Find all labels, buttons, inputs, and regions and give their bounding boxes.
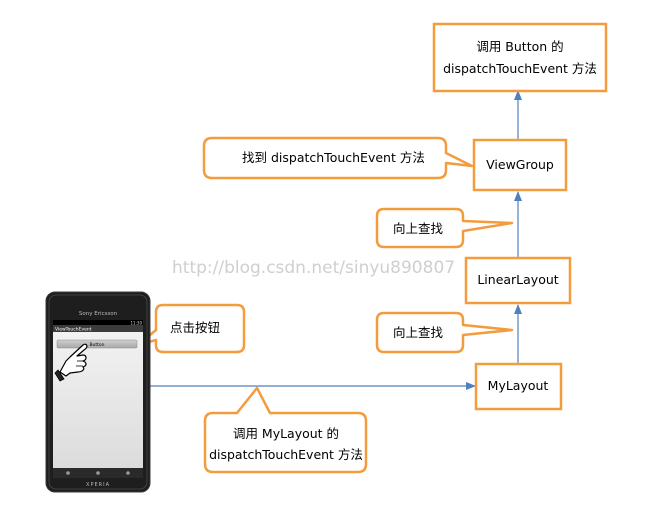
arrows <box>150 90 522 390</box>
callout-mylayout-call: 调用 MyLayout 的 dispatchTouchEvent 方法 <box>203 386 368 474</box>
callout-click-button-label: 点击按钮 <box>170 320 220 335</box>
button-dispatch-line2: dispatchTouchEvent 方法 <box>443 61 597 76</box>
phone-screen-button[interactable]: Button <box>56 339 138 349</box>
callout-up-search-lower: 向上查找 <box>375 311 514 354</box>
callout-up-search-upper-label: 向上查找 <box>393 221 444 236</box>
callout-up-search-lower-label: 向上查找 <box>393 325 444 340</box>
pointing-hand-icon <box>54 343 88 382</box>
button-dispatch-box: 调用 Button 的 dispatchTouchEvent 方法 <box>432 22 608 93</box>
mylayout-label: MyLayout <box>488 378 549 393</box>
phone-brand-label: Sony Ericsson <box>79 311 118 317</box>
phone-status-time: 11:30 <box>130 321 142 326</box>
mylayout-box: MyLayout <box>474 362 563 411</box>
phone-footer-brand: XPERIA <box>86 482 110 488</box>
phone-app-title-bar <box>53 325 143 332</box>
linearlayout-box: LinearLayout <box>464 256 572 305</box>
callout-find-dispatch-label: 找到 dispatchTouchEvent 方法 <box>242 150 425 165</box>
button-dispatch-line1: 调用 Button 的 <box>476 39 563 54</box>
callout-up-search-upper: 向上查找 <box>375 207 514 249</box>
home-key-icon[interactable] <box>96 471 100 475</box>
callout-mylayout-call-line1: 调用 MyLayout 的 <box>233 426 339 441</box>
phone-device: Sony Ericsson 11:30 ViewTouchEvent Butto… <box>45 291 151 493</box>
linearlayout-label: LinearLayout <box>477 272 558 287</box>
viewgroup-label: ViewGroup <box>486 157 554 172</box>
callout-mylayout-call-line2: dispatchTouchEvent 方法 <box>209 447 363 462</box>
viewgroup-box: ViewGroup <box>472 138 568 192</box>
phone-status-bar <box>53 320 143 325</box>
callout-find-dispatch: 找到 dispatchTouchEvent 方法 <box>202 136 474 180</box>
menu-key-icon[interactable] <box>126 471 130 475</box>
phone-screen <box>53 332 143 468</box>
callout-click-button: 点击按钮 <box>136 303 246 354</box>
phone-screen-button-label: Button <box>89 342 104 348</box>
phone-app-title: ViewTouchEvent <box>55 327 92 333</box>
watermark-text: http://blog.csdn.net/sinyu890807 <box>172 258 455 278</box>
back-key-icon[interactable] <box>66 471 70 475</box>
